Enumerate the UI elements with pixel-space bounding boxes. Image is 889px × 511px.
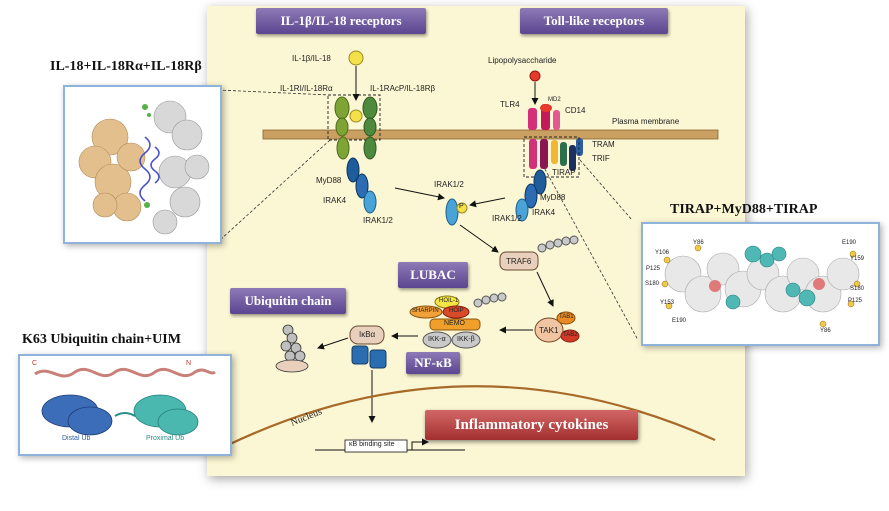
label-acp-receptor: IL-1RAcP/IL-18Rβ: [370, 84, 436, 93]
label-sharpin: SHARPIN: [412, 308, 439, 314]
label-irak12-right: IRAK1/2: [492, 214, 522, 223]
label-lps: Lipopolysaccharide: [488, 56, 557, 65]
label-ikkb: IKK-β: [457, 336, 475, 343]
label-tab2: TAB2: [563, 332, 578, 338]
k63-structure-render: [34, 367, 216, 436]
residue-10: Y86: [820, 328, 831, 334]
label-hoil1: HOIL-1: [439, 298, 459, 304]
label-irak12-center: IRAK1/2: [434, 180, 464, 189]
residue-4: Y153: [660, 300, 675, 306]
label-ikka: IKK-α: [428, 336, 446, 343]
label-hoip: HOIP: [449, 308, 464, 314]
label-membrane: Plasma membrane: [612, 117, 680, 126]
kb-binding-site: [315, 438, 465, 453]
header-nfkb: NF-κB: [406, 352, 460, 374]
nucleus-membrane: [227, 385, 716, 446]
title-tirap-complex: TIRAP+MyD88+TIRAP: [670, 202, 818, 217]
residue-1: Y86: [693, 240, 704, 246]
label-myd88-left: MyD88: [316, 176, 342, 185]
zoom-lines: [217, 89, 639, 341]
traf6: [499, 235, 579, 271]
header-ubiquitin-chain: Ubiquitin chain: [230, 288, 346, 314]
label-il-receptor: IL-1RI/IL-18Rα: [280, 84, 333, 93]
label-tram: TRAM: [592, 140, 615, 149]
label-tak1: TAK1: [539, 326, 559, 335]
label-distal-ub: Distal Ub: [62, 435, 91, 442]
irak-center: [445, 198, 468, 226]
residue-2: P125: [646, 266, 661, 272]
header-toll-receptors: Toll-like receptors: [520, 8, 668, 34]
residue-7: Y159: [850, 256, 865, 262]
label-traf6: TRAF6: [506, 257, 532, 266]
label-trif: TRIF: [592, 154, 610, 163]
label-proximal-ub: Proximal Ub: [146, 435, 185, 442]
inset-il18-structure: [63, 85, 222, 244]
label-tirap: TIRAP: [552, 168, 576, 177]
residue-6: E190: [842, 240, 857, 246]
residue-5: E190: [672, 318, 687, 324]
plasma-membrane: [262, 129, 719, 140]
label-ikba: IκBα: [359, 330, 376, 339]
label-irak4-left: IRAK4: [323, 196, 347, 205]
right-adaptor-stack: [515, 169, 547, 222]
label-p: P: [459, 203, 464, 210]
title-k63: K63 Ubiquitin chain+UIM: [22, 332, 181, 347]
ubiquitin-pile: [275, 324, 309, 373]
residue-3: S180: [645, 281, 660, 287]
left-adaptor-stack: [346, 157, 377, 214]
label-tab1: TAB1: [559, 314, 574, 320]
inset-k63-structure: [18, 354, 232, 456]
label-il-ligand: IL-1β/IL-18: [292, 54, 331, 63]
header-il-receptors: IL-1β/IL-18 receptors: [256, 8, 426, 34]
residue-9: P125: [848, 298, 863, 304]
label-irak4-right: IRAK4: [532, 208, 556, 217]
il-receptor-pair: [334, 96, 378, 160]
label-c-term: C: [32, 360, 38, 367]
label-nemo: NEMO: [444, 320, 465, 327]
tirap-structure-render: [661, 244, 861, 328]
label-md2: MD2: [548, 97, 561, 103]
residue-8: S180: [850, 286, 865, 292]
ikba-nfkb: [349, 325, 387, 369]
header-lubac: LUBAC: [398, 262, 468, 288]
label-tlr4: TLR4: [500, 100, 520, 109]
il18-structure-render: [78, 100, 210, 235]
label-kb-site: κB binding site: [349, 441, 395, 448]
title-il18-complex: IL-18+IL-18Rα+IL-18Rβ: [50, 59, 202, 74]
label-myd88-right: MyD88: [540, 193, 566, 202]
label-irak12-left: IRAK1/2: [363, 216, 393, 225]
il-ligand: [348, 50, 364, 66]
inset-tirap-structure: [641, 222, 880, 346]
inflammatory-cytokines: Inflammatory cytokines: [425, 410, 638, 440]
tlr4-complex: [523, 104, 583, 178]
label-cd14: CD14: [565, 106, 586, 115]
lps-ligand: [529, 70, 541, 82]
label-n-term: N: [186, 360, 192, 367]
tak1-complex: [534, 311, 580, 343]
ikk-complex: [409, 292, 507, 349]
residue-0: Y106: [655, 250, 670, 256]
